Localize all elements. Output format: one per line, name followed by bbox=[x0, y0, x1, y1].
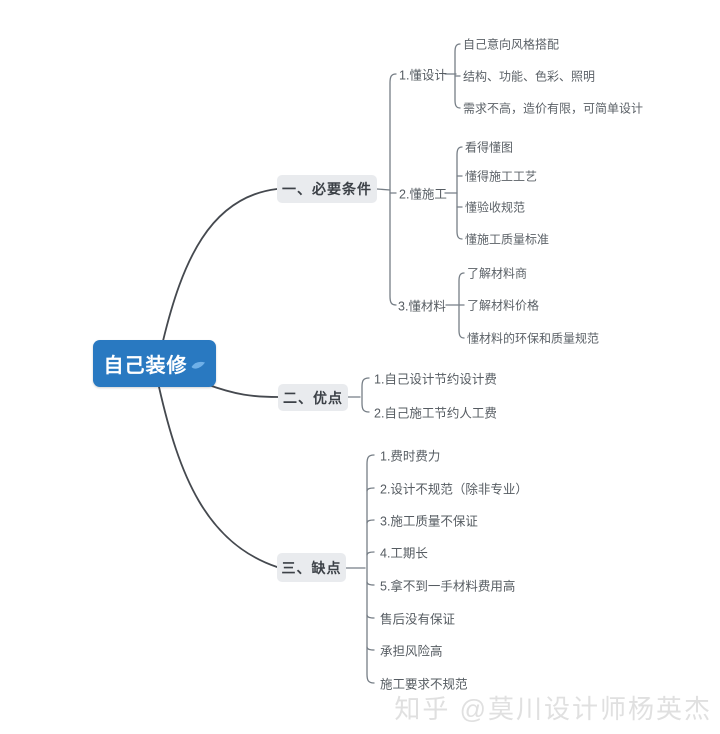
node-high-material-cost[interactable]: 5.拿不到一手材料费用高 bbox=[380, 579, 516, 594]
leaf-icon bbox=[191, 361, 206, 372]
leaf-material-suppliers[interactable]: 了解材料商 bbox=[467, 266, 528, 281]
edge-root-to-disadvantages bbox=[158, 386, 278, 568]
leaf-quality-standards[interactable]: 懂施工质量标准 bbox=[465, 232, 550, 247]
leaf-style-matching[interactable]: 自己意向风格搭配 bbox=[463, 37, 560, 52]
node-save-design-fee[interactable]: 1.自己设计节约设计费 bbox=[374, 372, 497, 387]
node-nonstandard-construction[interactable]: 施工要求不规范 bbox=[380, 677, 468, 692]
node-quality-not-guaranteed[interactable]: 3.施工质量不保证 bbox=[380, 514, 478, 529]
branch-necessary-conditions[interactable]: 一、必要条件 bbox=[277, 175, 377, 203]
root-node-label: 自己装修 bbox=[103, 355, 188, 377]
leaf-material-eco-quality[interactable]: 懂材料的环保和质量规范 bbox=[467, 331, 600, 346]
branch-advantages[interactable]: 二、优点 bbox=[278, 384, 348, 411]
node-understand-materials[interactable]: 3.懂材料 bbox=[398, 299, 446, 314]
node-high-risk[interactable]: 承担风险高 bbox=[380, 644, 443, 659]
leaf-construction-craft[interactable]: 懂得施工工艺 bbox=[465, 169, 538, 184]
leaf-read-drawings[interactable]: 看得懂图 bbox=[465, 140, 514, 155]
node-no-after-sales[interactable]: 售后没有保证 bbox=[380, 612, 456, 627]
leaf-material-prices[interactable]: 了解材料价格 bbox=[467, 298, 540, 313]
node-time-consuming[interactable]: 1.费时费力 bbox=[380, 449, 441, 464]
node-nonstandard-design[interactable]: 2.设计不规范（除非专业） bbox=[380, 482, 528, 497]
node-save-labor-fee[interactable]: 2.自己施工节约人工费 bbox=[374, 406, 497, 421]
node-understand-design[interactable]: 1.懂设计 bbox=[399, 68, 447, 83]
branch-disadvantages[interactable]: 三、缺点 bbox=[277, 553, 346, 582]
root-node[interactable]: 自己装修 bbox=[93, 340, 216, 387]
edge-root-to-advantages bbox=[205, 383, 279, 398]
zhihu-watermark: 知乎 @莫川设计师杨英杰 bbox=[394, 694, 712, 724]
leaf-acceptance-standards[interactable]: 懂验收规范 bbox=[465, 200, 526, 215]
leaf-structure-function-color-lighting[interactable]: 结构、功能、色彩、照明 bbox=[463, 69, 596, 84]
node-long-duration[interactable]: 4.工期长 bbox=[380, 546, 428, 561]
node-understand-construction[interactable]: 2.懂施工 bbox=[399, 187, 447, 202]
edge-root-to-conditions bbox=[162, 188, 278, 342]
leaf-simple-design[interactable]: 需求不高，造价有限，可简单设计 bbox=[463, 101, 644, 116]
